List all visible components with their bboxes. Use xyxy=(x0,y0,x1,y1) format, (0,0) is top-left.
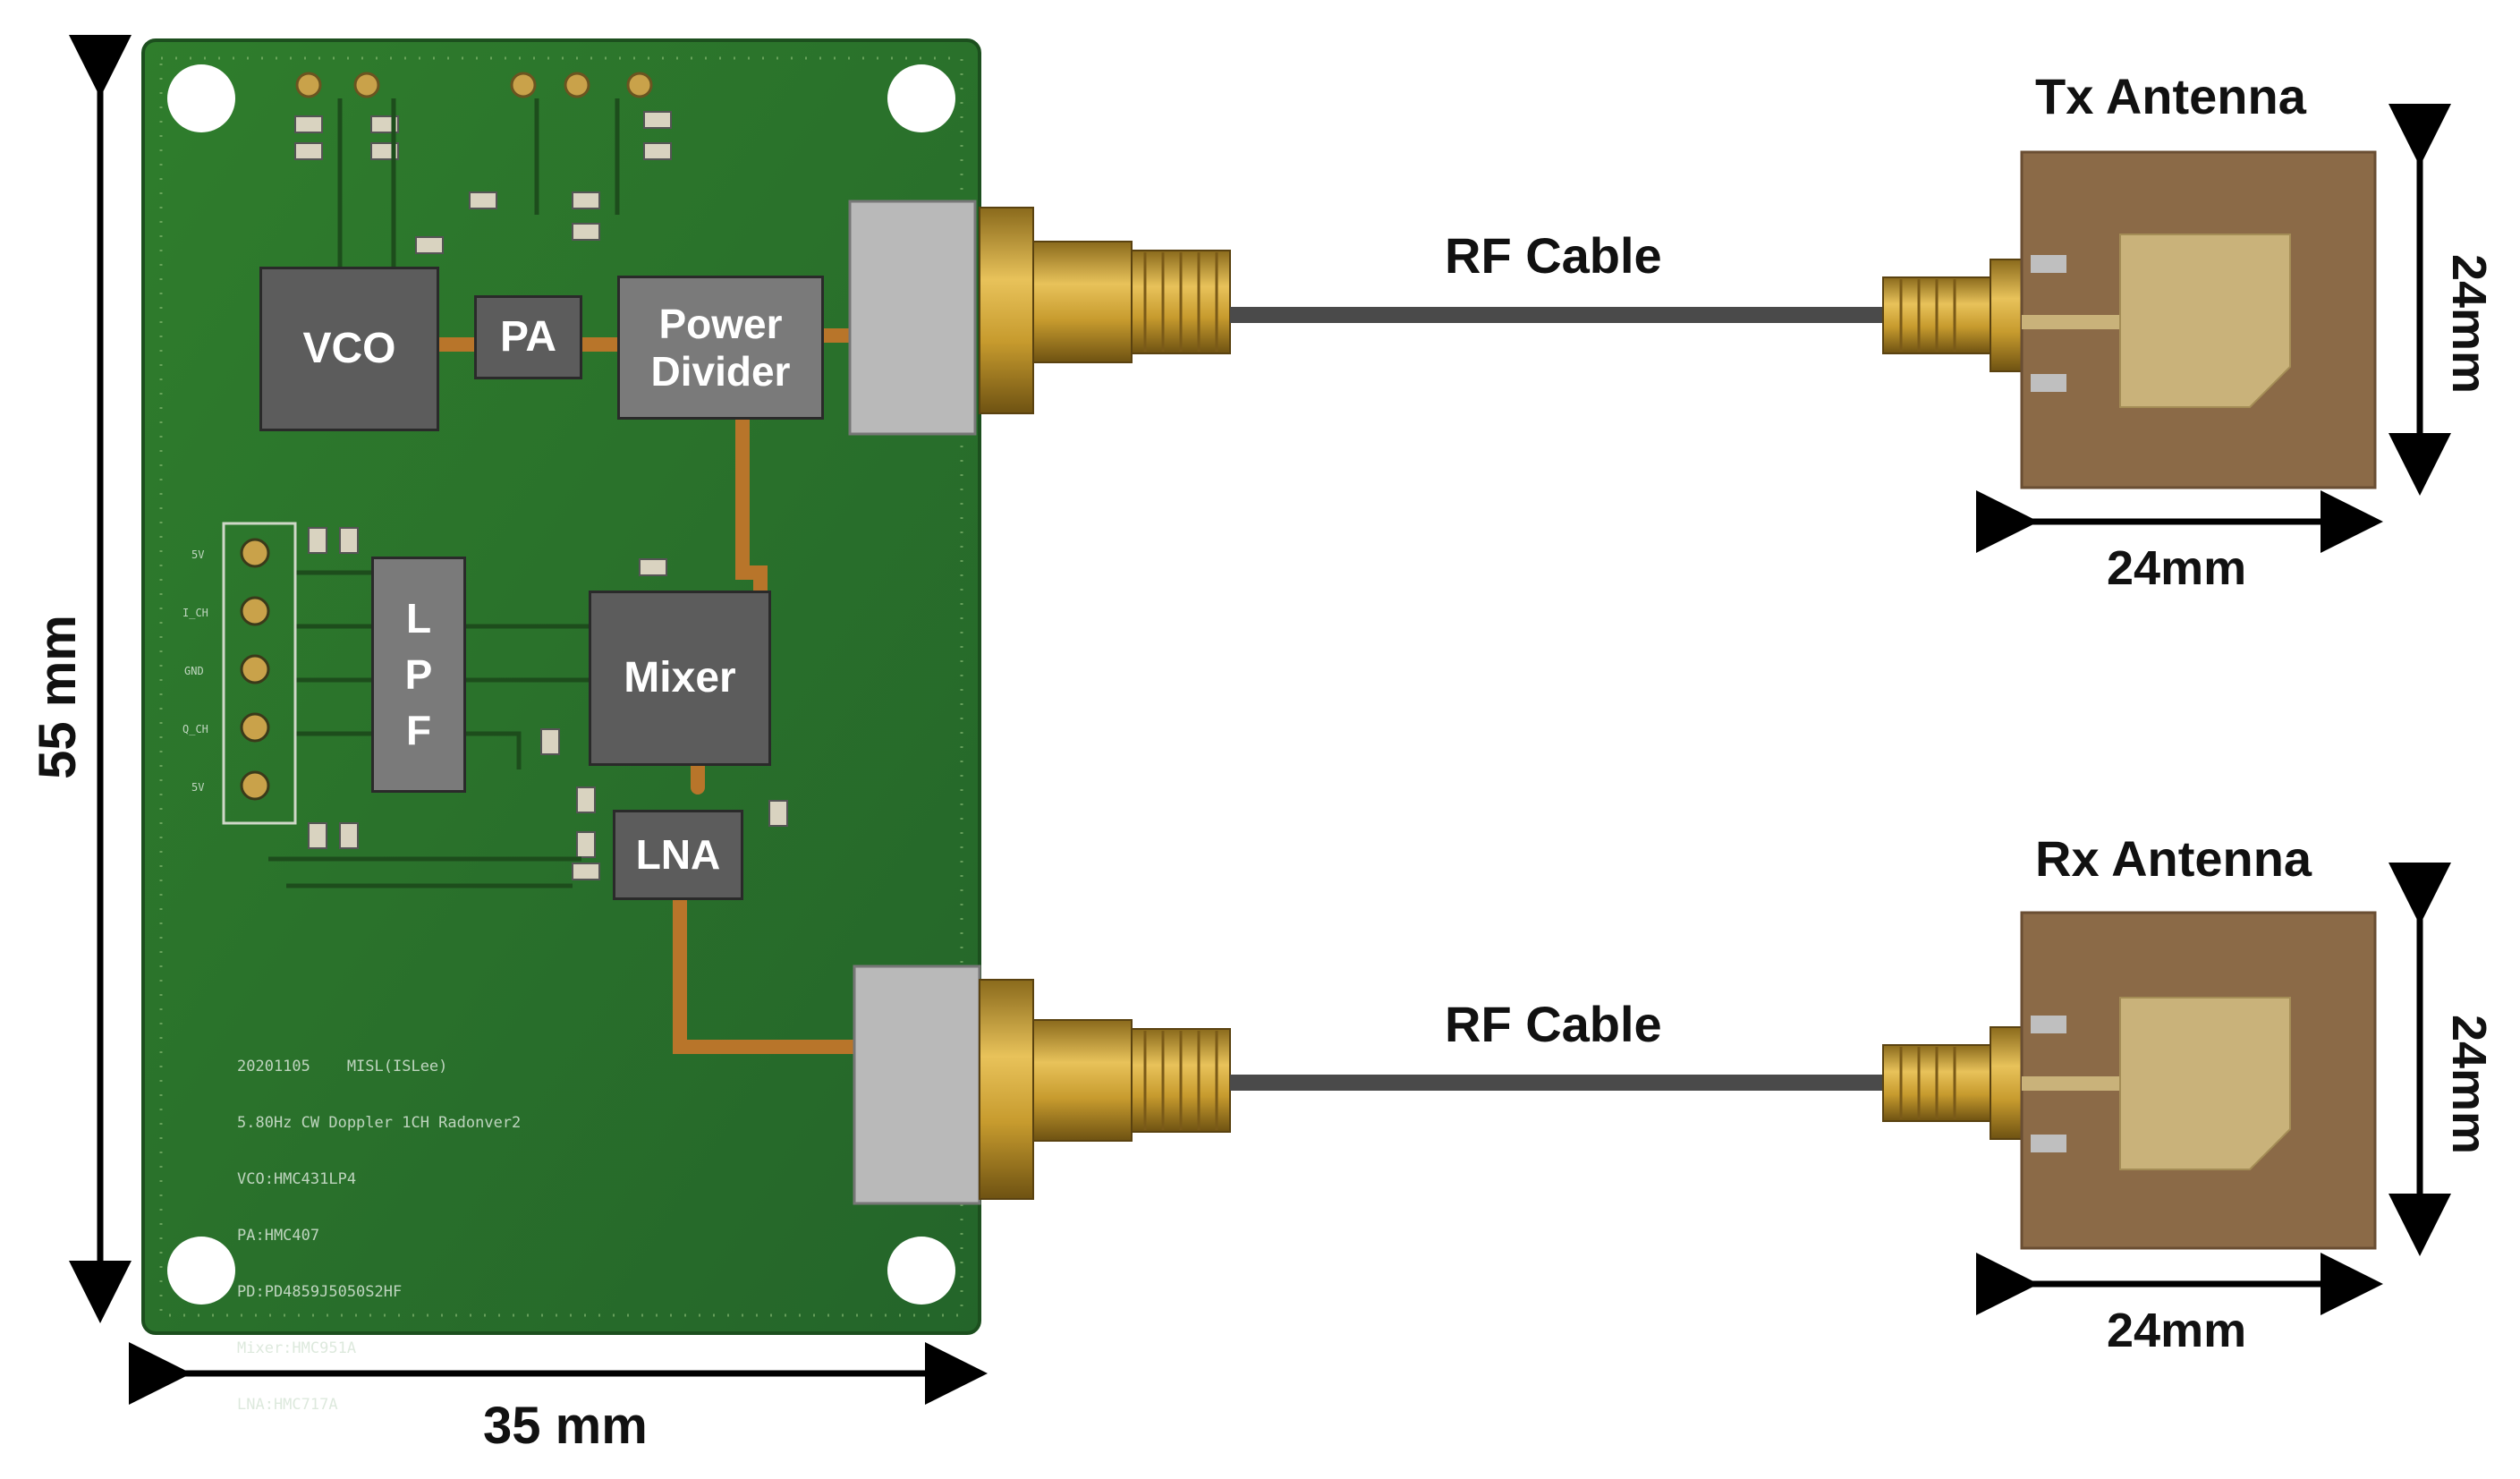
mounting-hole xyxy=(167,64,235,132)
pcb-width-label: 35 mm xyxy=(483,1397,648,1455)
silk-line: PD:PD4859J5050S2HF xyxy=(237,1283,403,1301)
mounting-hole xyxy=(887,64,955,132)
mounting-hole xyxy=(167,1237,235,1305)
power-divider-label-2: Divider xyxy=(650,347,791,395)
vco-block: VCO xyxy=(259,267,439,431)
tx-antenna-width-label: 24mm xyxy=(2107,541,2247,595)
tx-cable-label: RF Cable xyxy=(1445,227,1662,284)
tx-antenna-height-label: 24mm xyxy=(2442,253,2496,395)
mounting-hole xyxy=(887,1237,955,1305)
lpf-letter-p: P xyxy=(404,650,433,698)
power-divider-label-1: Power xyxy=(658,300,783,347)
pin-label-ich: I_CH xyxy=(182,607,208,619)
rx-antenna-width-label: 24mm xyxy=(2107,1304,2247,1357)
pin-label-qch: Q_CH xyxy=(182,723,208,735)
pa-block: PA xyxy=(474,295,582,379)
rx-sma-connector xyxy=(853,965,1231,1205)
vco-label: VCO xyxy=(302,325,396,373)
silk-line: 20201105 MISL(ISLee) xyxy=(237,1058,448,1075)
lpf-letter-f: F xyxy=(405,707,432,754)
tx-sma-connector xyxy=(848,200,1231,436)
lna-label: LNA xyxy=(635,831,721,879)
silk-line: PA:HMC407 xyxy=(237,1227,320,1245)
lpf-letter-l: L xyxy=(405,594,432,642)
tx-antenna xyxy=(2020,150,2377,489)
silk-line: 5.80Hz CW Doppler 1CH Radonver2 xyxy=(237,1114,522,1132)
pin-label-5v-bottom: 5V xyxy=(191,781,205,794)
pin-label-gnd: GND xyxy=(184,665,204,677)
pcb-height-label: 55 mm xyxy=(29,615,87,779)
silk-line: VCO:HMC431LP4 xyxy=(237,1170,357,1188)
silk-line: Mixer:HMC951A xyxy=(237,1339,357,1357)
rx-antenna-sma xyxy=(1882,1026,2023,1140)
pa-label: PA xyxy=(499,313,557,361)
silk-line: LNA:HMC717A xyxy=(237,1396,338,1414)
silkscreen-text: 20201105 MISL(ISLee) 5.80Hz CW Doppler 1… xyxy=(237,1020,521,1452)
tx-antenna-title: Tx Antenna xyxy=(2035,68,2306,124)
mixer-block: Mixer xyxy=(589,591,771,766)
rx-antenna xyxy=(2020,911,2377,1250)
rx-cable-label: RF Cable xyxy=(1445,996,1662,1052)
lna-block: LNA xyxy=(613,810,743,900)
tx-antenna-sma xyxy=(1882,259,2023,372)
pin-label-5v-top: 5V xyxy=(191,548,205,561)
rx-antenna-title: Rx Antenna xyxy=(2035,830,2312,887)
rx-antenna-height-label: 24mm xyxy=(2442,1014,2496,1155)
mixer-label: Mixer xyxy=(624,654,736,702)
